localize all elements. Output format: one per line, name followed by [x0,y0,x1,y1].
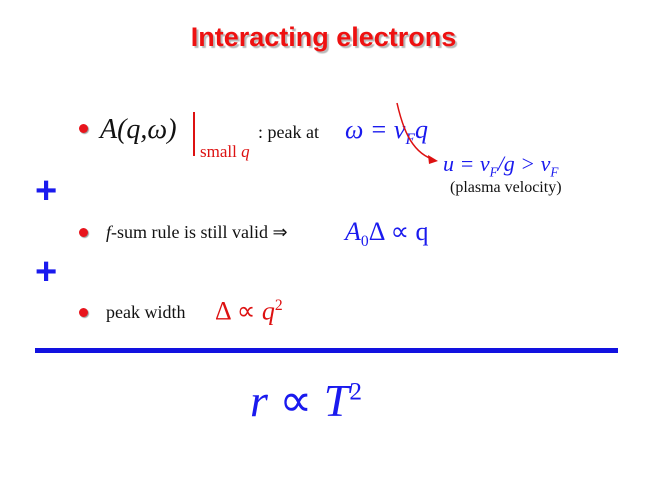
divider-line [35,348,618,353]
bullet-dot-3 [79,308,88,317]
conclusion-formula: r ∝ T2 [250,375,363,426]
curved-arrow [396,102,438,164]
spectral-A: A [100,114,118,145]
peak-width-formula: Δ ∝ q2 [215,296,283,326]
plasma-velocity-equation: u = vF/g > vF [443,151,559,180]
peak-width-text: peak width [106,302,186,322]
spectral-function: A(q,ω) [100,116,177,144]
f-sum-rule-text: f-sum rule is still valid ⇒ [106,222,288,242]
plasma-velocity-label: (plasma velocity) [450,179,562,196]
spectral-args: (q,ω) [117,114,177,145]
omega-equation: ω = vFq [345,115,428,149]
a0-delta-formula: A0Δ ∝ q [345,217,429,251]
plus-sign-2: + [35,251,58,293]
plus-sign-1: + [35,170,58,212]
evaluation-bar [193,112,195,156]
bullet-dot-1 [79,124,88,133]
slide-title: Interacting electrons [190,22,457,52]
bullet-dot-2 [79,228,88,237]
small-q-subscript: small q [200,142,250,161]
peak-at-text: : peak at [258,122,319,142]
